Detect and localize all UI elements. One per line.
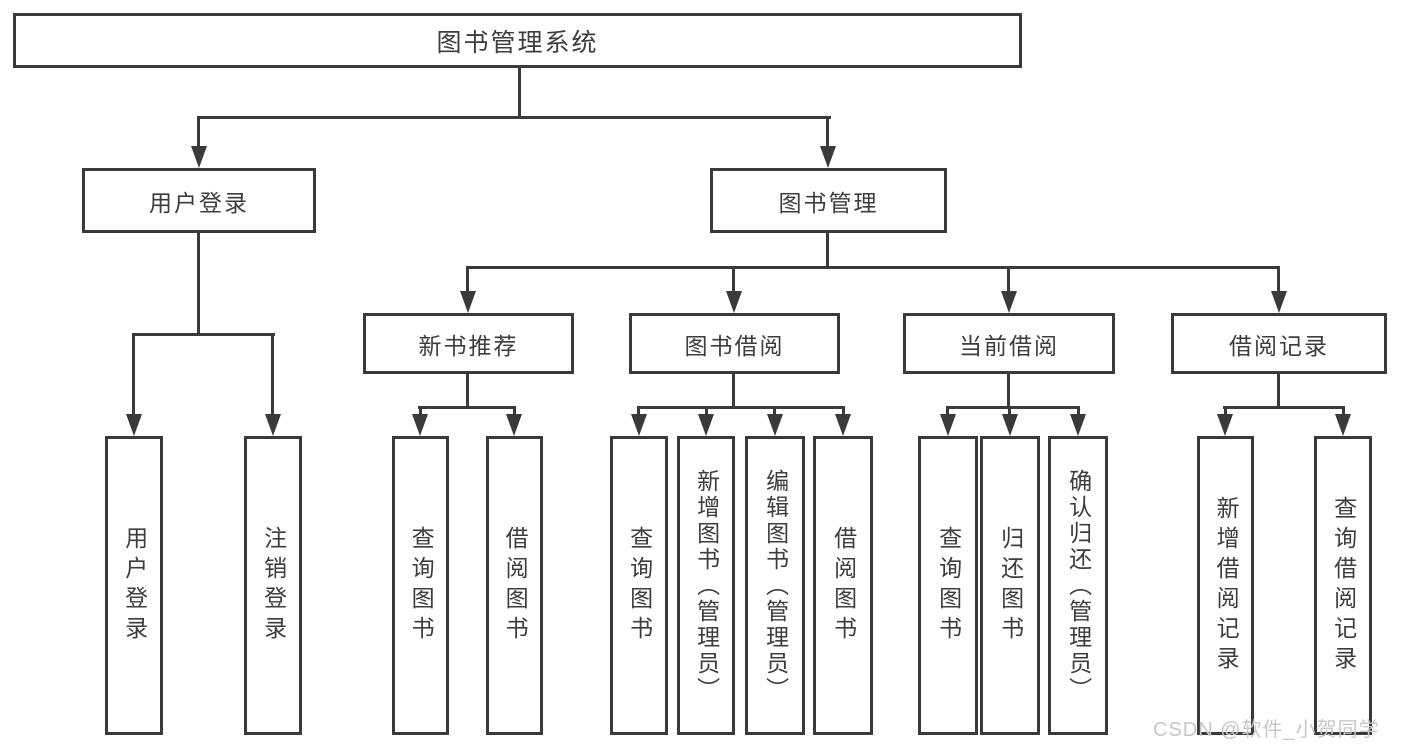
connector-arrow (835, 414, 851, 436)
node-book-borrow-label: 图书借阅 (684, 332, 785, 359)
node-current-borrow: 当前借阅 (903, 313, 1115, 374)
leaf-confirm-return-admin-label: 确认归还（管理员） (1065, 468, 1092, 703)
connector-arrow (1002, 414, 1018, 436)
connector-line (1077, 406, 1080, 416)
connector-line (637, 406, 845, 409)
leaf-query-books-2-label: 查询图书 (626, 525, 653, 646)
leaf-query-books-1: 查询图书 (392, 436, 449, 735)
connector-arrow (1001, 291, 1017, 313)
leaf-user-login: 用户登录 (105, 436, 163, 735)
leaf-add-borrow-record-label: 新增借阅记录 (1213, 495, 1240, 676)
connector-arrow (265, 414, 281, 436)
leaf-logout: 注销登录 (244, 436, 302, 735)
connector-line (773, 406, 776, 416)
connector-line (826, 116, 829, 148)
connector-line (1007, 266, 1010, 293)
connector-line (732, 372, 735, 408)
node-book-management-label: 图书管理 (778, 189, 879, 216)
leaf-query-borrow-record: 查询借阅记录 (1314, 436, 1372, 735)
leaf-edit-book-admin-label: 编辑图书（管理员） (762, 468, 789, 703)
connector-arrow (460, 291, 476, 313)
connector-line (1224, 406, 1227, 416)
connector-line (466, 266, 469, 293)
connector-line (419, 406, 422, 416)
connector-line (1223, 406, 1345, 409)
node-user-login: 用户登录 (82, 168, 316, 233)
node-new-book-recommend: 新书推荐 (363, 313, 574, 374)
connector-line (1342, 406, 1345, 416)
node-book-management: 图书管理 (710, 168, 947, 233)
connector-arrow (1217, 414, 1233, 436)
node-borrow-records-label: 借阅记录 (1229, 332, 1329, 359)
leaf-return-book: 归还图书 (980, 436, 1040, 735)
leaf-edit-book-admin: 编辑图书（管理员） (745, 436, 805, 735)
connector-line (197, 116, 200, 148)
leaf-add-book-admin-label: 新增图书（管理员） (693, 468, 720, 703)
node-new-book-recommend-label: 新书推荐 (418, 332, 519, 359)
connector-line (1277, 266, 1280, 293)
leaf-borrow-books-2-label: 借阅图书 (830, 525, 857, 646)
leaf-query-borrow-record-label: 查询借阅记录 (1330, 495, 1357, 676)
connector-line (637, 406, 640, 416)
leaf-query-books-1-label: 查询图书 (408, 525, 435, 646)
leaf-return-book-label: 归还图书 (997, 525, 1024, 646)
node-user-login-label: 用户登录 (149, 189, 249, 216)
connector-line (271, 333, 274, 416)
connector-arrow (940, 414, 956, 436)
connector-arrow (698, 414, 714, 436)
leaf-borrow-books-1: 借阅图书 (486, 436, 543, 735)
connector-line (513, 406, 516, 416)
connector-line (466, 372, 469, 408)
connector-arrow (191, 146, 207, 168)
leaf-confirm-return-admin: 确认归还（管理员） (1048, 436, 1108, 735)
connector-arrow (506, 414, 522, 436)
leaf-query-books-3: 查询图书 (918, 436, 978, 735)
connector-arrow (126, 414, 142, 436)
node-book-borrow: 图书借阅 (629, 313, 840, 374)
leaf-query-books-2: 查询图书 (610, 436, 668, 735)
node-current-borrow-label: 当前借阅 (959, 332, 1059, 359)
connector-line (732, 266, 735, 293)
connector-arrow (412, 414, 428, 436)
connector-line (197, 116, 831, 119)
connector-line (418, 406, 516, 409)
connector-line (197, 232, 200, 335)
leaf-user-login-label: 用户登录 (121, 525, 148, 646)
connector-line (1277, 372, 1280, 408)
connector-line (132, 333, 275, 336)
connector-line (946, 406, 949, 416)
leaf-query-books-3-label: 查询图书 (935, 525, 962, 646)
node-root: 图书管理系统 (13, 13, 1022, 68)
node-borrow-records: 借阅记录 (1171, 313, 1387, 374)
connector-line (826, 232, 829, 268)
connector-arrow (767, 414, 783, 436)
watermark-text: CSDN @软件_小贺同学 (1153, 719, 1380, 741)
leaf-borrow-books-1-label: 借阅图书 (502, 525, 529, 646)
node-root-label: 图书管理系统 (436, 28, 599, 57)
connector-line (518, 66, 521, 118)
connector-line (1007, 372, 1010, 408)
connector-line (705, 406, 708, 416)
leaf-logout-label: 注销登录 (260, 525, 287, 646)
connector-arrow (726, 291, 742, 313)
connector-line (132, 333, 135, 416)
connector-line (1008, 406, 1011, 416)
connector-line (466, 266, 1280, 269)
connector-arrow (1070, 414, 1086, 436)
connector-line (946, 406, 1080, 409)
connector-arrow (820, 146, 836, 168)
connector-arrow (1271, 291, 1287, 313)
connector-arrow (631, 414, 647, 436)
leaf-add-borrow-record: 新增借阅记录 (1197, 436, 1254, 735)
leaf-borrow-books-2: 借阅图书 (813, 436, 873, 735)
connector-line (842, 406, 845, 416)
leaf-add-book-admin: 新增图书（管理员） (677, 436, 735, 735)
connector-arrow (1335, 414, 1351, 436)
